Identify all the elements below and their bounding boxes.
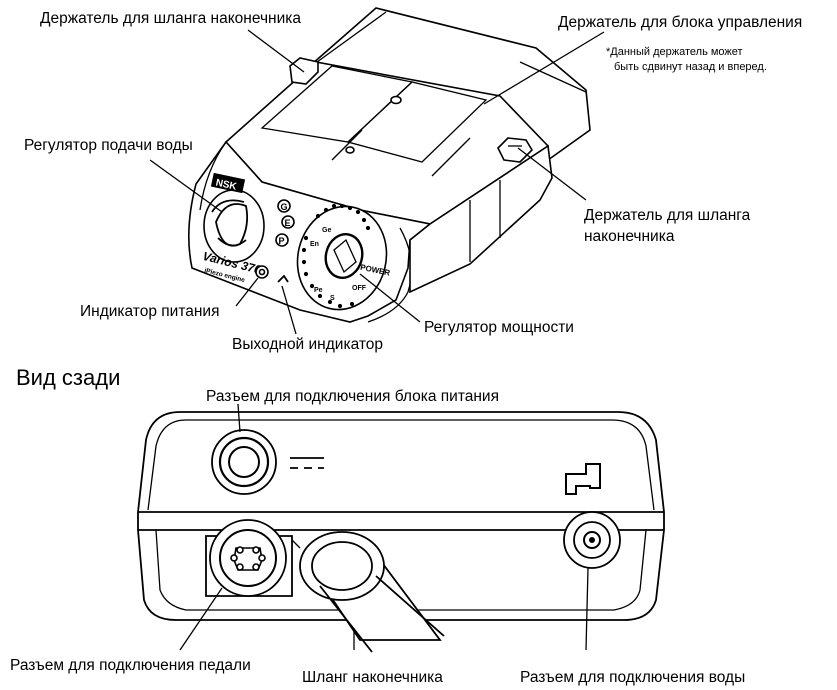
device-right-side xyxy=(409,144,553,294)
leader-right-hose-holder xyxy=(517,147,587,201)
dial-pe: Pe xyxy=(314,287,323,294)
pedal-connector[interactable] xyxy=(205,519,301,597)
label-water-regulator: Регулятор подачи воды xyxy=(24,137,193,154)
hose-holder-right xyxy=(497,137,534,163)
label-output-indicator: Выходной индикатор xyxy=(232,336,383,353)
device-top-view: NSK Varios 370 iPiezo engine G E P xyxy=(149,7,605,335)
device-rear-view xyxy=(137,403,665,653)
output-indicator-lamp xyxy=(277,274,289,283)
label-control-holder: Держатель для блока управления xyxy=(558,14,802,31)
label-water-connector: Разъем для подключения воды xyxy=(520,669,745,686)
label-pedal-connector: Разъем для подключения педали xyxy=(10,657,251,674)
mode-p: P xyxy=(279,236,285,246)
label-power-regulator: Регулятор мощности xyxy=(424,319,574,336)
leader-power-regulator xyxy=(359,273,421,323)
rear-view-heading: Вид сзади xyxy=(16,365,120,390)
label-note-line1: *Данный держатель может xyxy=(606,46,743,58)
leader-control-holder xyxy=(483,31,605,105)
dial-en: En xyxy=(310,241,319,248)
label-top-hose-holder: Держатель для шланга наконечника xyxy=(40,10,301,27)
label-power-indicator: Индикатор питания xyxy=(80,303,220,320)
water-connector[interactable] xyxy=(563,511,621,569)
leader-top-hose-holder xyxy=(247,29,305,73)
power-indicator-lamp xyxy=(255,265,269,279)
dial-ge: Ge xyxy=(322,227,331,234)
handpiece-hose xyxy=(299,531,445,653)
hose-holder-left xyxy=(289,57,319,85)
leader-power-connector xyxy=(237,403,241,433)
leader-pedal-connector xyxy=(179,587,223,651)
dial-off: OFF xyxy=(352,285,367,292)
water-regulator-knob[interactable] xyxy=(203,189,265,263)
leader-power-indicator xyxy=(235,277,259,307)
label-note-line2: быть сдвинут назад и вперед. xyxy=(614,61,767,73)
mode-e: E xyxy=(285,218,291,228)
leader-water-connector xyxy=(585,567,589,651)
label-handpiece-hose: Шланг наконечника xyxy=(302,669,443,686)
water-tap-icon xyxy=(565,463,601,495)
label-right-hose-holder-2: наконечника xyxy=(584,228,675,245)
brand-logo: NSK xyxy=(215,178,239,193)
leader-water-regulator xyxy=(149,159,223,213)
mode-g: G xyxy=(281,202,288,212)
label-power-connector: Разъем для подключения блока питания xyxy=(206,388,499,405)
power-regulator-dial[interactable]: Ge En Pe S POWER OFF xyxy=(287,197,398,319)
label-right-hose-holder-1: Держатель для шланга xyxy=(584,207,751,224)
leader-output-indicator xyxy=(281,285,297,335)
dial-s: S xyxy=(330,295,335,302)
power-connector[interactable] xyxy=(211,429,324,495)
